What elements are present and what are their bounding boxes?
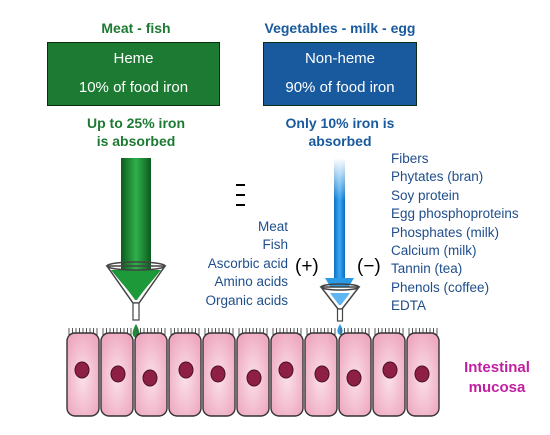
enhancers-list: Meat Fish Ascorbic acid Amino acids Orga… [205,218,288,310]
epithelial-cell [66,328,100,417]
heme-funnel [105,261,167,338]
mucosa-label-line1: Intestinal [464,359,530,376]
cell-nucleus [74,361,90,379]
nonheme-header: Vegetables - milk - egg [264,20,416,36]
dash-mark [236,204,245,206]
nonheme-arrow [325,158,354,302]
microvilli [102,328,132,335]
nonheme-absorption-line1: Only 10% iron is [285,115,395,131]
inhibitor-item: Fibers [391,151,429,166]
microvilli [374,328,404,335]
epithelial-cell [338,328,372,417]
nonheme-absorption: Only 10% iron is absorbed [260,114,420,150]
epithelial-cell [202,328,236,417]
heme-absorption: Up to 25% iron is absorbed [56,114,216,150]
epithelial-cell [406,328,440,417]
heme-absorption-line1: Up to 25% iron [86,115,185,131]
inhibitor-item: Calcium (milk) [391,243,477,259]
enhancer-item: Ascorbic acid [207,255,288,271]
microvilli [68,328,98,335]
enhancer-item: Amino acids [214,274,288,290]
mucosa-label: Intestinal mucosa [452,358,542,398]
cell-nucleus [110,365,126,383]
microvilli [306,328,336,335]
dash-mark [236,184,245,186]
cell-nucleus [210,365,226,383]
heme-absorption-line2: is absorbed [96,133,176,149]
inhibitor-item: Phosphates (milk) [391,224,500,240]
nonheme-funnel [319,283,361,335]
dash-mark [236,194,245,196]
nonheme-box: Non-heme 90% of food iron [263,42,417,106]
epithelial-cell [372,328,406,417]
inhibitor-sign: (−) [357,256,381,277]
microvilli [408,328,438,335]
cell-nucleus [178,361,194,379]
nonheme-box-subtitle: 90% of food iron [285,79,395,96]
enhancer-item: Fish [262,237,288,253]
cell-nucleus [346,369,362,387]
cell-nucleus [278,361,294,379]
epithelial-cell [236,328,270,417]
inhibitor-item: EDTA [391,298,427,314]
inhibitor-item: Phytates (bran) [391,169,484,185]
epithelial-cell [270,328,304,417]
heme-header: Meat - fish [101,20,171,36]
mucosa-label-line2: mucosa [468,379,526,396]
epithelial-cell [134,328,168,417]
microvilli [340,328,370,335]
epithelial-cell [100,328,134,417]
intestinal-cells [66,328,440,417]
inhibitor-item: Phenols (coffee) [391,279,490,295]
microvilli [238,328,268,335]
microvilli [136,328,166,335]
heme-box-title: Heme [113,50,154,67]
microvilli [204,328,234,335]
cell-nucleus [142,369,158,387]
epithelial-cell [168,328,202,417]
cell-nucleus [314,365,330,383]
epithelial-cell [304,328,338,417]
nonheme-absorption-line2: absorbed [308,133,372,149]
microvilli [170,328,200,335]
enhancer-sign: (+) [295,256,319,277]
inhibitor-item: Tannin (tea) [391,261,463,277]
microvilli [272,328,302,335]
heme-box: Heme 10% of food iron [47,42,220,106]
inhibitor-item: Soy protein [391,187,460,203]
inhibitor-item: Egg phosphoproteins [391,206,519,222]
cell-nucleus [414,365,430,383]
cell-nucleus [382,361,398,379]
enhancer-item: Meat [257,219,288,234]
inhibitors-list: Fibers Phytates (bran) Soy protein Egg p… [391,150,519,316]
heme-box-subtitle: 10% of food iron [78,79,189,96]
enhancer-item: Organic acids [205,292,288,308]
nonheme-box-title: Non-heme [304,50,376,67]
cell-nucleus [246,369,262,387]
